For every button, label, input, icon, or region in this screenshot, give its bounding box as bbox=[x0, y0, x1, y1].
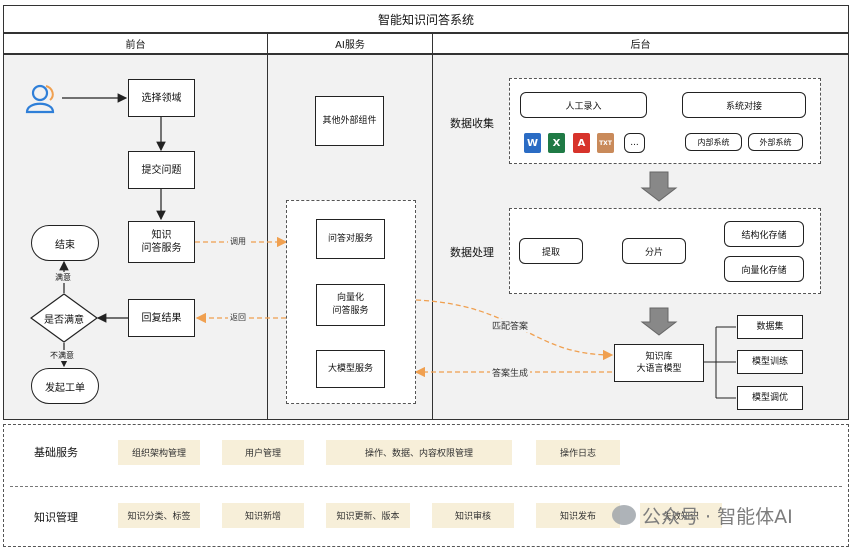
basic-item-user: 用户管理 bbox=[222, 440, 304, 465]
other-components-box: 其他外部组件 bbox=[315, 96, 384, 146]
vector-qa-service-box: 向量化 问答服务 bbox=[316, 284, 385, 326]
chunk-box: 分片 bbox=[622, 238, 686, 264]
wechat-icon bbox=[612, 505, 636, 525]
reply-result-step: 回复结果 bbox=[128, 299, 195, 337]
basic-item-log: 操作日志 bbox=[536, 440, 620, 465]
km-item-expired: 失效知识 bbox=[640, 503, 722, 528]
excel-file-icon: X bbox=[548, 133, 565, 153]
data-process-label: 数据处理 bbox=[450, 246, 494, 259]
label-unsatisfied: 不满意 bbox=[50, 350, 74, 361]
select-domain-step: 选择领域 bbox=[128, 79, 195, 117]
model-tune-box: 模型调优 bbox=[737, 386, 803, 410]
km-item-review: 知识审核 bbox=[432, 503, 514, 528]
watermark-text: 公众号 · 智能体AI bbox=[642, 505, 793, 528]
dataset-box: 数据集 bbox=[737, 315, 803, 339]
data-collect-label: 数据收集 bbox=[450, 117, 494, 130]
extract-box: 提取 bbox=[519, 238, 583, 264]
end-terminal: 结束 bbox=[31, 225, 99, 261]
label-satisfied: 满意 bbox=[55, 272, 71, 283]
label-match-answer: 匹配答案 bbox=[490, 319, 531, 332]
watermark: 公众号 · 智能体AI bbox=[612, 500, 844, 530]
basic-services-label: 基础服务 bbox=[34, 446, 78, 459]
km-item-add: 知识新增 bbox=[222, 503, 304, 528]
user-icon bbox=[22, 82, 58, 114]
km-item-update: 知识更新、版本 bbox=[326, 503, 410, 528]
kb-qa-service-step: 知识 问答服务 bbox=[128, 221, 195, 263]
pdf-file-icon: A bbox=[573, 133, 590, 153]
internal-system-box: 内部系统 bbox=[685, 133, 742, 151]
basic-item-permission: 操作、数据、内容权限管理 bbox=[326, 440, 512, 465]
satisfied-decision: 是否满意 bbox=[29, 293, 99, 343]
more-file-types: ... bbox=[624, 133, 645, 153]
basic-item-org: 组织架构管理 bbox=[118, 440, 200, 465]
satisfied-decision-label: 是否满意 bbox=[44, 314, 84, 326]
km-item-category: 知识分类、标签 bbox=[118, 503, 200, 528]
knowledge-mgmt-label: 知识管理 bbox=[34, 511, 78, 524]
txt-file-icon: TXT bbox=[597, 133, 614, 153]
system-connect-box: 系统对接 bbox=[682, 92, 806, 118]
label-answer-gen: 答案生成 bbox=[490, 366, 531, 379]
bottom-divider bbox=[10, 486, 842, 487]
raise-ticket-terminal: 发起工单 bbox=[31, 368, 99, 404]
submit-question-step: 提交问题 bbox=[128, 151, 195, 189]
kb-llm-box: 知识库 大语言模型 bbox=[614, 344, 704, 382]
column-header-front: 前台 bbox=[3, 33, 268, 54]
km-item-publish: 知识发布 bbox=[536, 503, 620, 528]
column-header-ai: AI服务 bbox=[267, 33, 433, 54]
label-return: 返回 bbox=[228, 312, 248, 323]
llm-service-box: 大模型服务 bbox=[316, 350, 385, 388]
label-call: 调用 bbox=[228, 236, 248, 247]
manual-entry-box: 人工录入 bbox=[520, 92, 647, 118]
column-header-back: 后台 bbox=[432, 33, 849, 54]
structured-store-box: 结构化存储 bbox=[724, 221, 804, 247]
model-train-box: 模型训练 bbox=[737, 350, 803, 374]
word-file-icon: W bbox=[524, 133, 541, 153]
bottom-services-area bbox=[3, 424, 849, 547]
qa-pair-service-box: 问答对服务 bbox=[316, 219, 385, 259]
vector-store-box: 向量化存储 bbox=[724, 256, 804, 282]
external-system-box: 外部系统 bbox=[748, 133, 803, 151]
page-title: 智能知识问答系统 bbox=[3, 5, 849, 33]
